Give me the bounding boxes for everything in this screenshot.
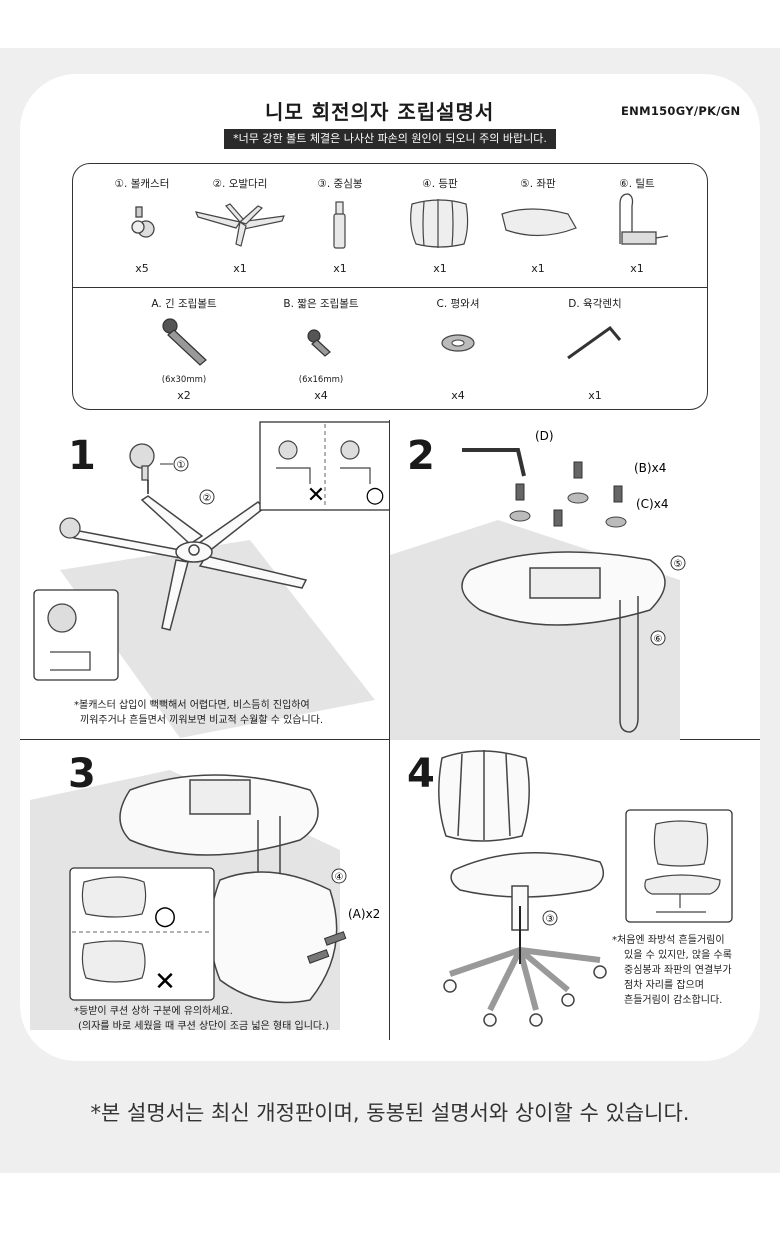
step-1-note-line: 끼워주거나 흔들면서 끼워보면 비교적 수월할 수 있습니다. — [80, 715, 324, 726]
step-3-note-line: *등받이 쿠션 상하 구분에 유의하세요. — [74, 1006, 233, 1017]
step-number: 4 — [407, 751, 435, 797]
long-bolt-icon — [306, 931, 347, 964]
incorrect-mark: ✕ — [307, 483, 325, 508]
parts-list-box — [72, 163, 708, 410]
part-label: ③. 중심봉 — [317, 178, 363, 190]
star-base — [73, 495, 308, 631]
incorrect-mark: ✕ — [154, 967, 176, 997]
correct-mark: ○ — [365, 483, 384, 508]
washer-icon — [509, 492, 627, 528]
tilt-mechanism-icon — [619, 193, 669, 245]
short-bolt-icon — [515, 461, 623, 527]
assembled-chair — [644, 820, 721, 913]
callout-label: (C)x4 — [636, 497, 668, 511]
callout-circle — [650, 630, 666, 646]
callout-circle — [199, 489, 215, 505]
part-label: ⑤. 좌판 — [520, 178, 556, 190]
step-divider-vertical — [389, 420, 390, 1040]
step-3-note-line: (의자를 바로 세웠을 때 쿠션 상단이 조금 넓은 형태 입니다.) — [78, 1021, 330, 1032]
part-qty: x1 — [630, 262, 644, 275]
step-number: 1 — [68, 433, 96, 479]
caster-icon — [276, 440, 371, 484]
callout-circle — [331, 868, 347, 884]
step-4-note-line: 있을 수 있지만, 앉을 수록 — [624, 950, 732, 961]
hardware-label: A. 긴 조립볼트 — [151, 298, 217, 310]
long-bolt-icon — [162, 318, 207, 366]
callout-label: ④ — [335, 872, 344, 883]
step-4-note-line: *처음엔 좌방석 흔들거림이 — [612, 935, 725, 946]
caster-icon — [129, 443, 155, 481]
page-title: 니모 회전의자 조립설명서 — [265, 100, 495, 124]
callout-label: (B)x4 — [634, 461, 666, 475]
correct-mark: ○ — [154, 901, 177, 931]
model-code: ENM150GY/PK/GN — [621, 104, 741, 118]
part-qty: x5 — [135, 262, 149, 275]
hardware-label: D. 육각렌치 — [568, 298, 622, 310]
callout-label: ⑤ — [674, 559, 683, 570]
assembled-chair — [438, 750, 607, 1027]
part-label: ②. 오발다리 — [212, 178, 268, 190]
caster-left — [59, 517, 81, 539]
step-2-illustration: (D) (B)x4 (C)x4 ⑤ ⑥ — [390, 429, 686, 740]
step-number: 2 — [407, 433, 435, 479]
hardware-qty: x1 — [588, 389, 602, 402]
hardware-label: C. 평와셔 — [436, 298, 480, 310]
hardware-qty: x4 — [451, 389, 465, 402]
callout-label: ⑥ — [654, 634, 663, 645]
backrest-icon — [410, 199, 469, 248]
hardware-qty: x4 — [314, 389, 328, 402]
revision-notice: *본 설명서는 최신 개정판이며, 동봉된 설명서와 상이할 수 있습니다. — [90, 1101, 690, 1125]
backrest-icon — [209, 871, 338, 1004]
callout-label: ① — [177, 460, 186, 471]
backrest-icon — [81, 876, 147, 983]
callout-label: (A)x2 — [348, 907, 380, 921]
hex-wrench-icon — [462, 448, 526, 477]
caster-icon — [131, 206, 155, 238]
star-base-icon — [195, 203, 285, 247]
gas-cylinder-icon — [333, 201, 346, 249]
detail-inset — [33, 589, 119, 681]
callout-label: ③ — [546, 914, 555, 925]
part-label: ⑥. 틸트 — [619, 178, 655, 190]
seat-underside — [461, 551, 666, 626]
seat-underside — [119, 774, 319, 856]
hex-wrench-icon — [567, 325, 622, 360]
callout-label: ② — [203, 493, 212, 504]
caster-detail — [47, 603, 91, 671]
part-qty: x1 — [333, 262, 347, 275]
parts-icons-layer — [131, 193, 669, 366]
parts-divider — [72, 287, 708, 288]
callout-label: (D) — [535, 429, 554, 443]
step-1-note-line: *볼캐스터 삽입이 뻑뻑해서 어렵다면, 비스듬히 진입하여 — [74, 700, 310, 711]
part-label: ①. 볼캐스터 — [114, 178, 170, 190]
callout-circle — [173, 456, 189, 472]
floor-area — [60, 540, 375, 738]
part-qty: x1 — [433, 262, 447, 275]
part-qty: x1 — [531, 262, 545, 275]
step-1-illustration: ① ② ✕ ○ — [33, 421, 389, 738]
hardware-size: (6x30mm) — [161, 375, 207, 385]
tilt-mechanism-icon — [619, 596, 639, 733]
warning-banner: *너무 강한 볼트 체결은 나사산 파손의 원인이 되오니 주의 바랍니다. — [224, 129, 556, 149]
hardware-qty: x2 — [177, 389, 191, 402]
washer-icon — [441, 334, 475, 352]
step-4-note-line: 중심봉과 좌판의 연결부가 — [624, 965, 732, 976]
seat-icon — [501, 208, 577, 237]
short-bolt-icon — [307, 329, 331, 357]
part-label: ④. 등판 — [422, 178, 458, 190]
step-3-illustration: ④ (A)x2 ○ ✕ — [30, 770, 380, 1030]
hardware-size: (6x16mm) — [298, 375, 344, 385]
step-4-note-line: 점차 자리를 잡으며 — [624, 980, 704, 991]
callout-circle — [670, 555, 686, 571]
step-4-note-line: 흔들거림이 감소합니다. — [624, 995, 723, 1006]
callout-circle — [542, 910, 558, 926]
part-qty: x1 — [233, 262, 247, 275]
hardware-label: B. 짧은 조립볼트 — [283, 298, 359, 310]
step-4-illustration: ③ — [438, 750, 733, 1027]
